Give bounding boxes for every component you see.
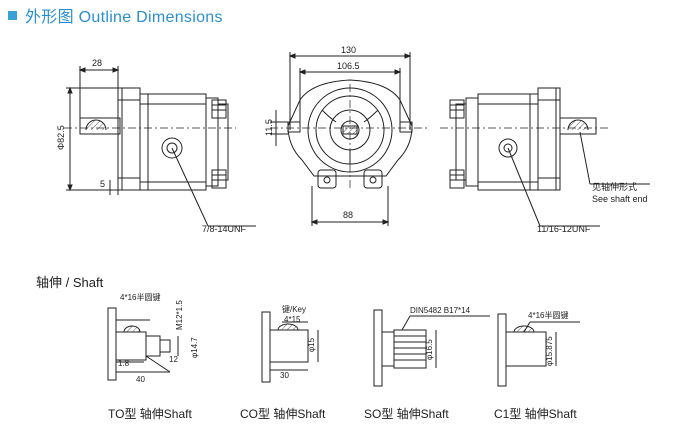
shaft-section-title: 轴伸 / Shaft <box>36 275 104 290</box>
dim-88-label: 88 <box>343 210 353 220</box>
dim-106-5-label: 106.5 <box>337 61 360 71</box>
co-label-size: 4*15 <box>284 315 301 324</box>
shaft-so-drawing <box>373 309 490 387</box>
co-caption: CO型 轴伸Shaft <box>240 406 326 421</box>
to-label-dia: φ14.7 <box>190 337 199 358</box>
to-caption: TO型 轴伸Shaft <box>108 406 192 421</box>
square-bullet-icon <box>8 10 17 20</box>
to-label-40: 40 <box>136 375 145 384</box>
so-label-spline: DIN5482 B17*14 <box>410 306 471 315</box>
port-label-right: 11/16-12UNF <box>537 224 591 234</box>
so-caption: SO型 轴伸Shaft <box>364 406 449 421</box>
so-label-dia: φ16.5 <box>425 339 434 360</box>
shaft-to-drawing <box>107 307 179 381</box>
header: 外形图 Outline Dimensions <box>8 4 223 26</box>
c1-caption: C1型 轴伸Shaft <box>494 406 577 421</box>
shaft-note-en: See shaft end <box>592 194 648 204</box>
to-label-thread: M12*1.5 <box>175 300 184 330</box>
to-label-key: 4*16半圆键 <box>120 292 160 302</box>
co-label-dia: φ15 <box>307 337 316 352</box>
co-label-30: 30 <box>280 371 289 380</box>
dim-5-label: 5 <box>100 179 105 189</box>
dim-130-label: 130 <box>341 45 356 55</box>
shaft-c1-drawing <box>497 313 580 387</box>
to-label-12: 12 <box>169 355 178 364</box>
c1-label-key: 4*16半圆键 <box>528 310 568 320</box>
side-view-left <box>64 66 256 227</box>
co-label-key: 键/Key <box>282 304 306 314</box>
dim-11-5-label: 11.5 <box>264 119 274 136</box>
dim-diameter-label: Φ82.5 <box>56 125 66 150</box>
front-view <box>270 52 430 226</box>
page-title: 外形图 Outline Dimensions <box>25 9 223 26</box>
dim-28-label: 28 <box>92 58 102 68</box>
side-view-right <box>440 87 650 227</box>
c1-label-dia: φ15.875 <box>545 336 554 366</box>
port-label-left: 7/8-14UNF <box>202 224 247 234</box>
shaft-co-drawing <box>261 311 319 383</box>
to-label-ratio: 1:8 <box>118 359 130 368</box>
shaft-note-cn: 见轴伸形式 <box>592 181 637 192</box>
